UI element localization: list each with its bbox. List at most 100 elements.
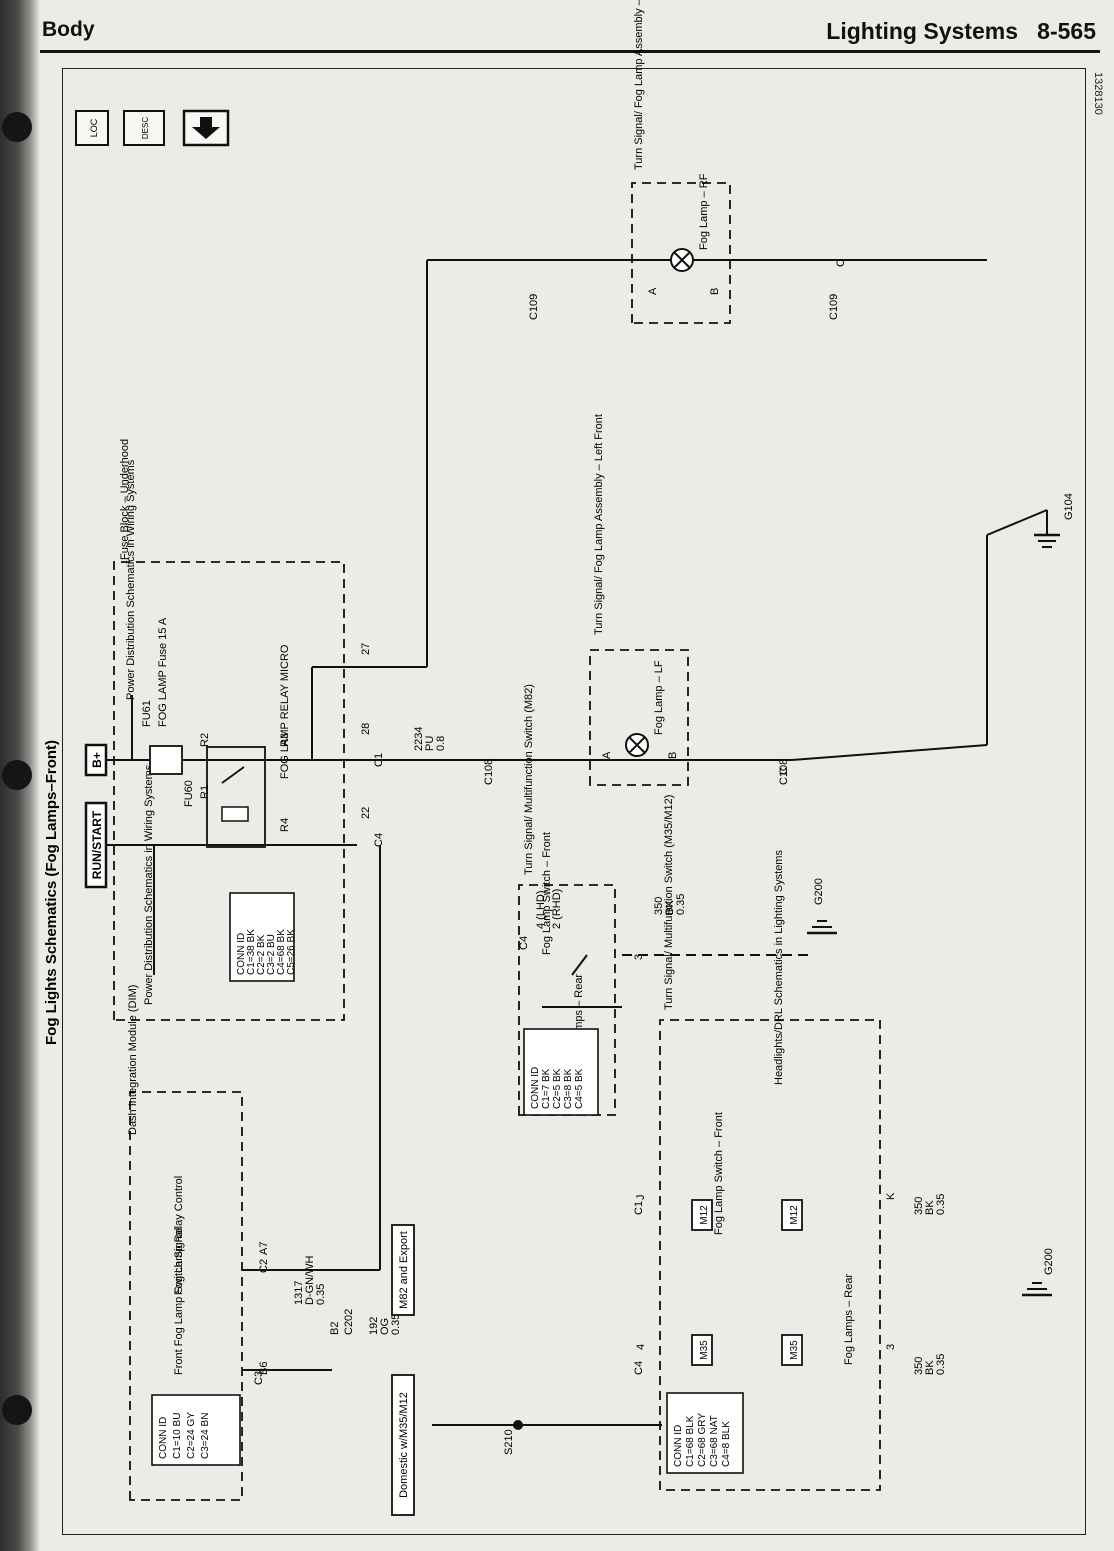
fuse-block-ref-right: Power Distribution Schematics in Wiring …: [125, 459, 137, 700]
text-line: CONN ID: [530, 1067, 541, 1109]
page-number: 8-565: [1037, 18, 1096, 44]
run-start-box: RUN/START: [84, 801, 108, 889]
document-number: 1328130: [1092, 72, 1104, 115]
lf-c108-b: C108: [778, 759, 790, 785]
dim-c3: C3: [253, 1371, 265, 1385]
text-line: 1317: [293, 1281, 305, 1305]
binding-hole: [2, 1395, 32, 1425]
m35-conn-id: CONN IDC1=68 BLKC2=68 GRYC3=68 NATC4=8 B…: [666, 1392, 744, 1474]
text-line: D-GN/WH: [304, 1255, 316, 1305]
m82-pin3: 3: [633, 954, 645, 960]
lf-pin-c: C: [778, 767, 790, 775]
m35-pin4: 4: [635, 1344, 647, 1350]
text-line: C5=26 BK: [286, 929, 297, 975]
r3-label: R3: [279, 733, 291, 747]
m82-wire: 350BK0.35: [653, 894, 687, 915]
diagram-title: Fog Lights Schematics (Fog Lamps–Front): [43, 740, 60, 1045]
m12-left-label: M12: [699, 1205, 710, 1225]
text-line: C3=24 BN: [200, 1413, 211, 1459]
fog-lamp-fuse: [149, 745, 183, 775]
desc-icon[interactable]: DESC: [123, 110, 165, 146]
g104-ground: G104: [1034, 493, 1075, 548]
text-line: BK: [924, 1360, 936, 1375]
diagram-frame: [62, 68, 1086, 1535]
m35-pin3: 3: [885, 1344, 897, 1350]
page-header: Body Lighting Systems 8-565: [40, 10, 1100, 53]
rf-assembly-label: Turn Signal/ Fog Lamp Assembly – Right F…: [633, 0, 645, 170]
s210-label: S210: [503, 1429, 515, 1455]
m82-c4: C4: [518, 936, 530, 950]
text-line: 0.35: [675, 894, 687, 915]
text-line: CONN ID: [236, 933, 247, 975]
text-line: CONN ID: [158, 1417, 169, 1459]
relay-contact: [221, 766, 245, 784]
conn-id-fuse-block: CONN IDC1=38 BKC2=2 BKC3=2 BUC4=68 BKC5=…: [236, 929, 297, 975]
dim-relay-ctrl: Fog Lamp Relay Control: [173, 1176, 185, 1295]
fog-lamp-relay: [206, 746, 266, 848]
desc-label: DESC: [141, 117, 150, 139]
text-line: C2=5 BK: [552, 1068, 563, 1109]
fuse-block-title: Fuse Block – Underhood: [119, 439, 131, 560]
rf-lamp-assembly-box: [631, 182, 731, 324]
text-line: 350: [913, 1357, 925, 1375]
m35-tag-left: M35: [691, 1334, 713, 1366]
text-line: BK: [924, 1200, 936, 1215]
rf-pin-c: C: [835, 259, 847, 267]
text-line: C4=5 BK: [574, 1068, 585, 1109]
m12-tag-left: M12: [691, 1199, 713, 1231]
m35-c4: C4: [633, 1361, 645, 1375]
pin-27-label: 27: [360, 643, 372, 655]
b-plus-box: B+: [84, 743, 108, 777]
lf-lamp-assembly-box: [589, 649, 689, 786]
text-line: C3=2 BU: [266, 934, 277, 975]
m35-pin-j: J: [635, 1195, 647, 1201]
binding-hole: [2, 760, 32, 790]
m35-left-label: M35: [699, 1340, 710, 1360]
text-line: C2=68 GRY: [697, 1413, 708, 1467]
lf-pin-b: B: [667, 752, 679, 759]
text-line: C3=8 BK: [563, 1068, 574, 1109]
lf-assembly-label: Turn Signal/ Fog Lamp Assembly – Left Fr…: [593, 414, 605, 635]
g200-ground-m82: G200: [807, 878, 837, 935]
lf-wire-a: 2234PU0.8: [413, 727, 447, 751]
text-line: C2=24 GY: [186, 1412, 197, 1459]
fu61-label: FU61: [141, 700, 153, 727]
text-line: C1=68 BLK: [685, 1415, 696, 1467]
m35-wire-k: 350BK0.35: [913, 1194, 947, 1215]
g104-label: G104: [1063, 493, 1075, 520]
m35-pin-k: K: [885, 1192, 897, 1200]
dim-box: [129, 1091, 243, 1501]
run-start-label: RUN/START: [90, 810, 104, 879]
dim-title: Dash Integration Module (DIM): [127, 985, 139, 1135]
text-line: BK: [664, 900, 676, 915]
text-line: C1=38 BK: [246, 929, 257, 975]
rf-c109-b: C109: [828, 294, 840, 320]
c202-pin: B2: [329, 1322, 341, 1335]
domestic-box: Domestic w/M35/M12: [391, 1374, 415, 1516]
option-domestic: Domestic w/M35/M12: [398, 1392, 410, 1498]
rf-lamp-label: Fog Lamp – RF: [698, 173, 710, 250]
dim-b6: B6: [258, 1362, 270, 1375]
c4-label: C4: [373, 833, 385, 847]
text-line: 350: [913, 1197, 925, 1215]
pin-28-label: 28: [360, 723, 372, 735]
m82-pin-lhd: 4 (LHD): [535, 890, 547, 929]
m35-g200-label: G200: [1043, 1248, 1055, 1275]
m35-switch-label: Fog Lamp Switch – Front: [713, 1112, 725, 1235]
m82-switch-label: Fog Lamp Switch – Front: [541, 832, 553, 955]
text-line: PU: [424, 736, 436, 751]
rf-pin-b: B: [709, 288, 721, 295]
loc-icon[interactable]: LOC: [75, 110, 109, 146]
chapter-title: Lighting Systems: [826, 18, 1018, 44]
dim-a7: A7: [258, 1242, 270, 1255]
lf-pin-a: A: [601, 751, 613, 759]
pin-22-label: 22: [360, 807, 372, 819]
m82-conn-id: CONN IDC1=7 BKC2=5 BKC3=8 BKC4=5 BK: [523, 1028, 599, 1116]
m35-wire-3: 350BK0.35: [913, 1354, 947, 1375]
section-name: Body: [42, 18, 95, 41]
up-arrow-icon[interactable]: [182, 109, 230, 147]
text-line: C2=2 BK: [256, 934, 267, 975]
c202-label: C202: [343, 1309, 355, 1335]
m12-right-label: M12: [789, 1205, 800, 1225]
